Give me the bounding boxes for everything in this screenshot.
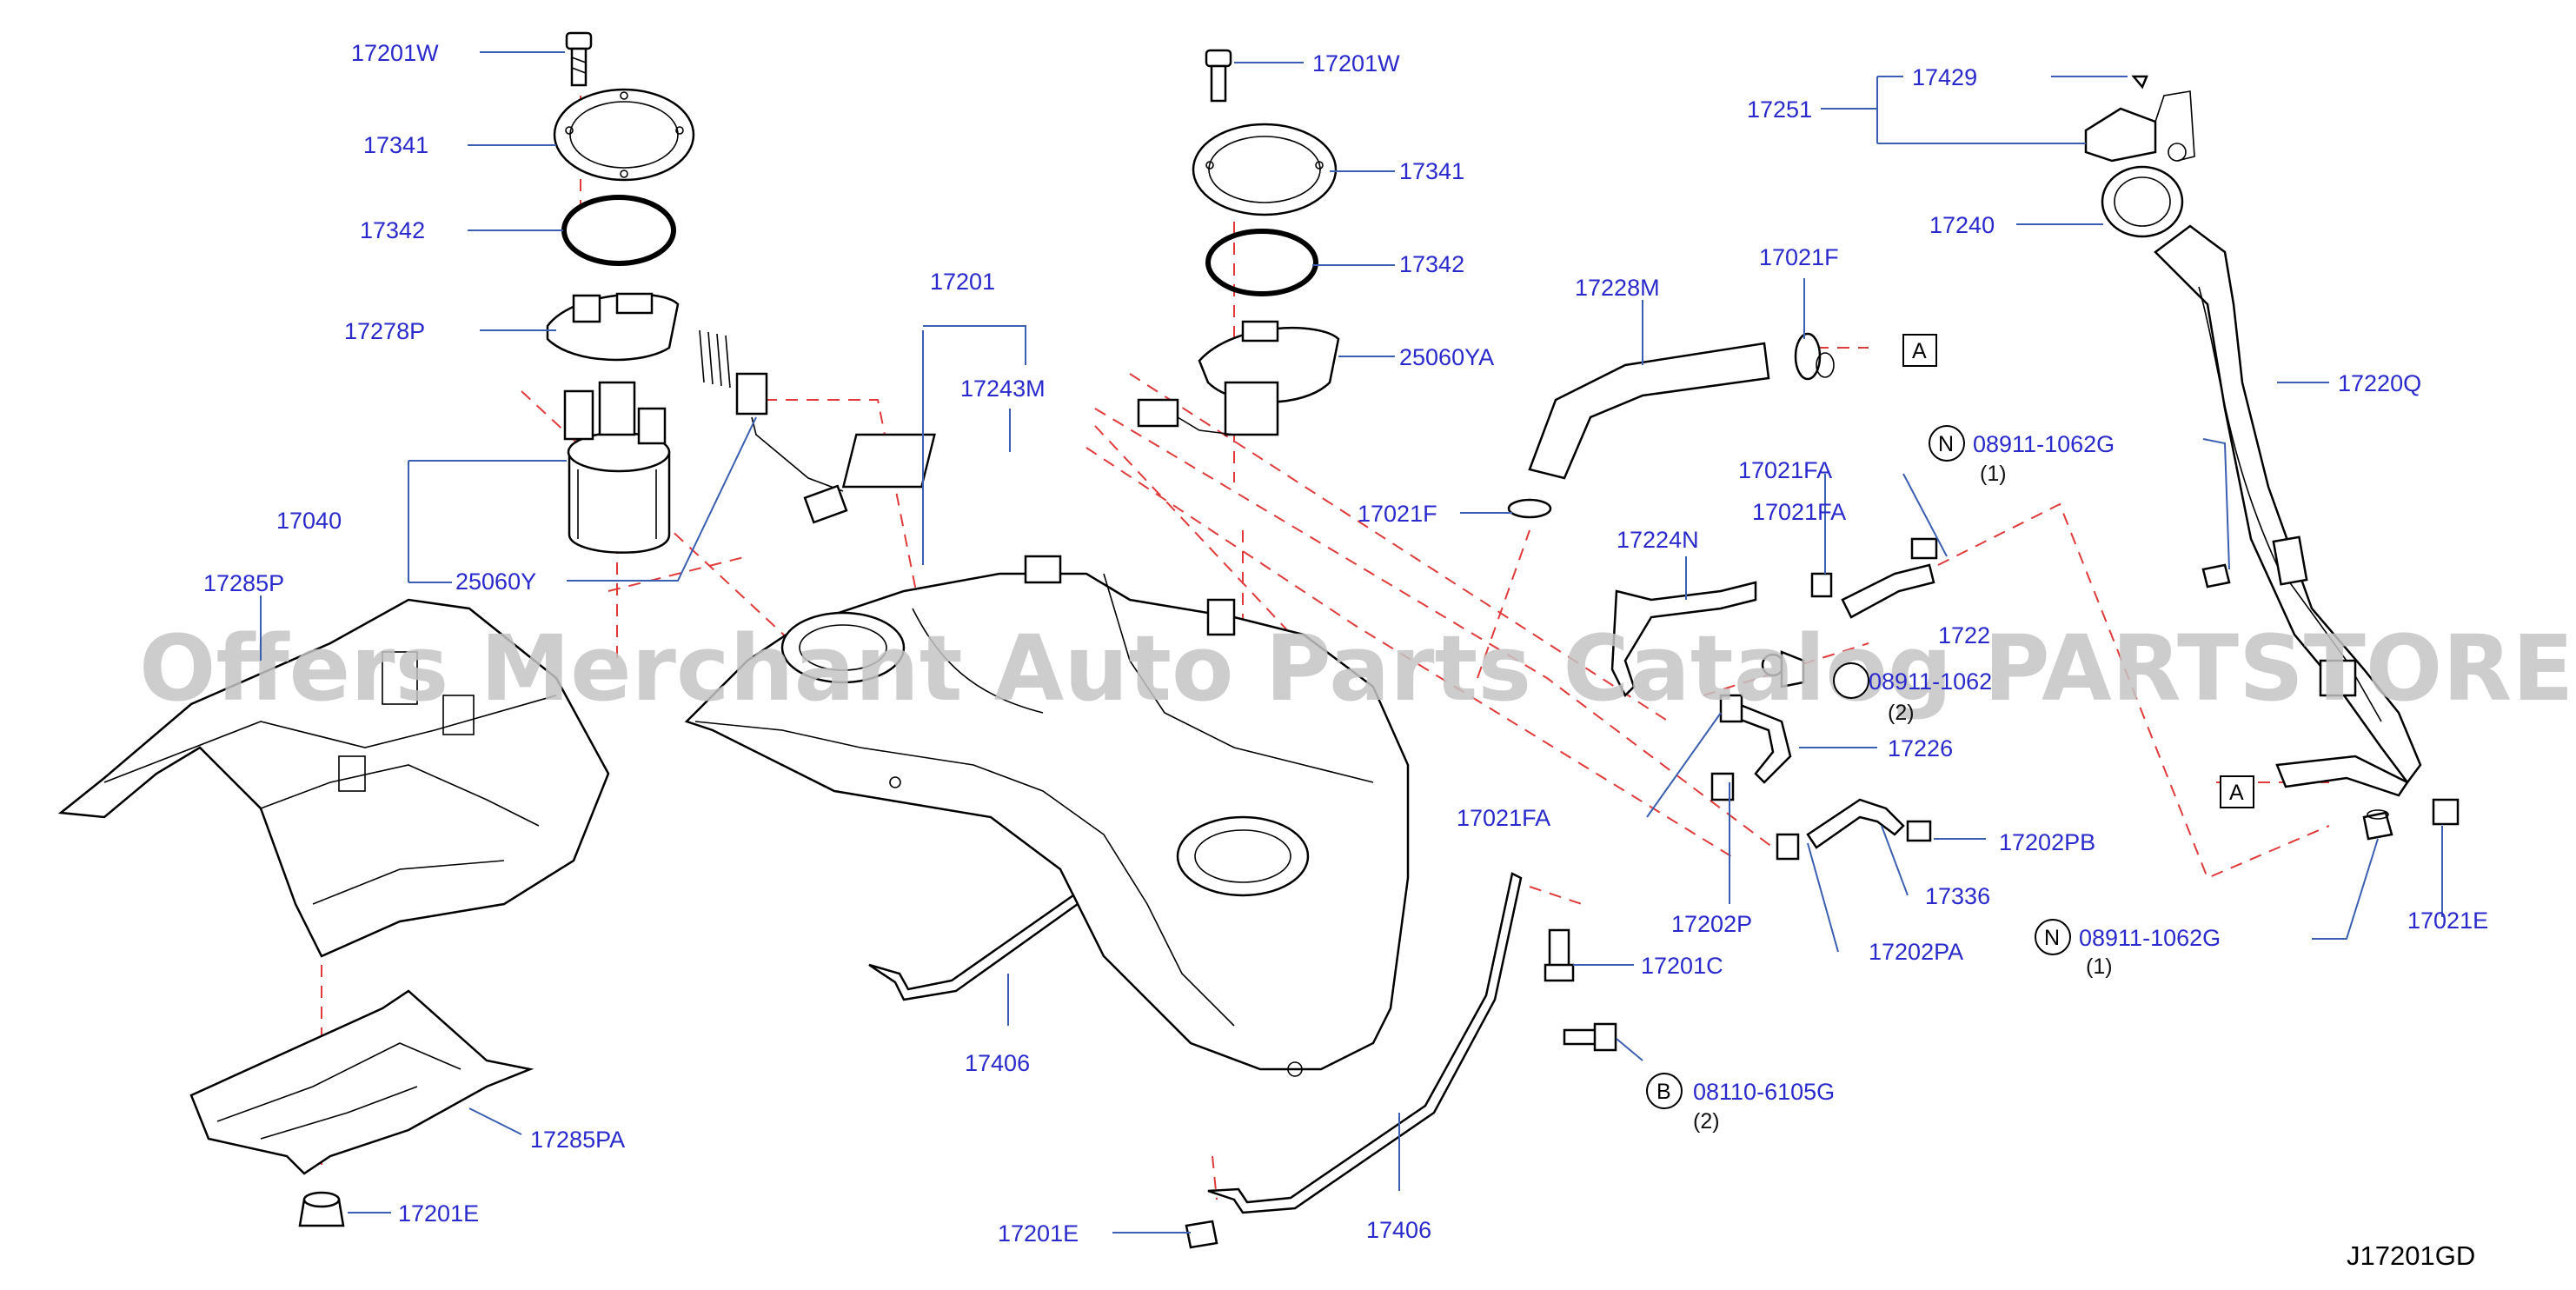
hose-upper-17220-icon: [1841, 563, 1935, 619]
bolt-17201c-icon: [1544, 928, 1575, 982]
callout-17228m: 17228M: [1575, 275, 1660, 301]
pump-flange-17278p-icon: [546, 292, 680, 362]
heat-shield-17285pa-icon: [189, 989, 534, 1175]
tank-strap-17406-right-icon: [1207, 872, 1523, 1214]
callout-17342-left: 17342: [360, 217, 425, 243]
small-clamps-icon: [1710, 537, 1938, 861]
marker-n-mid: [1833, 662, 1869, 699]
callout-17021f-mid: 17021F: [1358, 501, 1437, 527]
qty-08911-partial: (2): [1888, 701, 1915, 725]
callout-17021fa-1: 17021FA: [1738, 457, 1832, 483]
qty-08110: (2): [1693, 1109, 1720, 1134]
callout-17341-center: 17341: [1399, 158, 1464, 184]
callout-08911-c: 08911-1062G: [2079, 925, 2221, 951]
callout-17285p: 17285P: [203, 570, 284, 596]
callout-17342-center: 17342: [1399, 251, 1464, 277]
callout-17278p: 17278P: [344, 318, 425, 344]
nut-17201e-bottom-icon: [1185, 1220, 1218, 1249]
svg-text:A: A: [2229, 781, 2244, 805]
callout-08110: 08110-6105G: [1693, 1079, 1835, 1105]
callout-17040: 17040: [276, 508, 342, 534]
callout-17201c: 17201C: [1641, 953, 1723, 979]
fuel-tank-17201-icon: [684, 555, 1410, 1077]
marker-b: B: [1646, 1073, 1683, 1109]
center-pump-assembly: [841, 49, 1340, 489]
heat-shield-17285p-icon: [57, 598, 610, 958]
fuel-level-sender-25060y-icon: [699, 329, 848, 524]
callout-08911-partial: 08911-1062: [1869, 668, 1992, 695]
callout-17240: 17240: [1929, 212, 1995, 238]
left-pump-assembly: [546, 31, 848, 554]
hose-17226-icon: [1732, 702, 1792, 784]
callout-25060y: 25060Y: [455, 569, 536, 595]
svg-text:N: N: [1938, 432, 1954, 456]
retainer-plate-17341-left-icon: [553, 88, 695, 182]
callout-17021e: 17021E: [2407, 908, 2488, 934]
watermark-text: Offers Merchant Auto Parts Catalog PARTS…: [139, 615, 2576, 721]
callout-17201e-left: 17201E: [398, 1200, 479, 1227]
callout-17224n: 17224N: [1617, 527, 1699, 553]
clip-17021e-icon: [2432, 798, 2460, 826]
callout-17251: 17251: [1747, 96, 1812, 123]
callout-17429: 17429: [1912, 64, 1977, 90]
callout-17201w-center: 17201W: [1312, 50, 1400, 76]
callout-17406-bottom: 17406: [1366, 1217, 1431, 1243]
callout-17202pa: 17202PA: [1869, 939, 1963, 965]
callout-17285pa: 17285PA: [530, 1127, 625, 1153]
filler-neck-17220q-icon: [2154, 224, 2422, 797]
callout-17220q: 17220Q: [2338, 370, 2421, 396]
filler-seal-17240-icon: [2101, 165, 2184, 238]
hose-clamp-17021f-mid-icon: [1507, 498, 1552, 519]
callout-17226: 17226: [1888, 735, 1953, 761]
callout-25060ya: 25060YA: [1399, 344, 1494, 370]
callout-17406-left: 17406: [965, 1050, 1030, 1076]
bolt-17201w-left-icon: [565, 31, 593, 87]
leader-lines: [260, 51, 2443, 1233]
hose-clamp-17021f-top-icon: [1794, 332, 1835, 381]
callout-17201e-bottom: 17201E: [998, 1220, 1079, 1247]
bolt-08110-icon: [1563, 1022, 1617, 1052]
svg-text:N: N: [2044, 926, 2060, 950]
nut-right-small-icon: [2201, 563, 2231, 588]
marker-a-right: A: [2220, 775, 2254, 808]
callout-17021f-top: 17021F: [1759, 244, 1839, 270]
callout-17220-partial: 1722: [1938, 622, 1990, 648]
callout-labels: 17201W 17341 17342 17278P 17040 25060Y 1…: [203, 40, 2488, 1247]
nut-08911-bottom-icon: [2362, 809, 2393, 841]
callout-17202pb: 17202PB: [1999, 829, 2095, 855]
callout-17021fa-2: 17021FA: [1752, 499, 1846, 525]
callout-08911-a: 08911-1062G: [1973, 431, 2115, 457]
qty-08911-c: (1): [2086, 954, 2113, 979]
callout-17243m: 17243M: [960, 376, 1046, 402]
tank-strap-17406-left-icon: [868, 894, 1079, 1001]
o-ring-17342-center-icon: [1205, 229, 1318, 296]
diagram-code: J17201GD: [2347, 1240, 2475, 1271]
fuel-pump-17040-icon: [563, 381, 671, 554]
vent-tube-17224n-icon: [1610, 581, 1757, 698]
circled-markers: N N B A A: [1646, 334, 2254, 1109]
callout-17021fa-3: 17021FA: [1457, 805, 1550, 831]
quantity-labels: (1) (2) (2) (1): [1693, 462, 2113, 1134]
callout-17336: 17336: [1925, 883, 1990, 909]
marker-n-top: N: [1929, 425, 1965, 462]
retainer-plate-17341-center-icon: [1192, 123, 1338, 216]
marker-n-bottom: N: [2035, 919, 2071, 955]
filler-hose-17228m-icon: [1528, 342, 1770, 480]
marker-a-top: A: [1902, 334, 1937, 367]
qty-08911-a: (1): [1980, 462, 2007, 486]
label-17243m-icon: [841, 433, 936, 489]
callout-17202p: 17202P: [1671, 911, 1752, 937]
sub-sender-25060ya-icon: [1137, 320, 1340, 436]
nut-17201e-left-icon: [298, 1191, 345, 1227]
bolt-17201w-center-icon: [1205, 49, 1232, 103]
svg-text:B: B: [1656, 1080, 1671, 1104]
o-ring-17342-left-icon: [561, 195, 676, 266]
callout-17201w-left: 17201W: [351, 40, 439, 66]
svg-text:A: A: [1912, 339, 1927, 363]
callout-17341-left: 17341: [363, 132, 428, 158]
fuel-cap-17251-icon: [2084, 75, 2195, 163]
hose-17336-icon: [1806, 798, 1905, 849]
callout-17201: 17201: [930, 269, 995, 295]
